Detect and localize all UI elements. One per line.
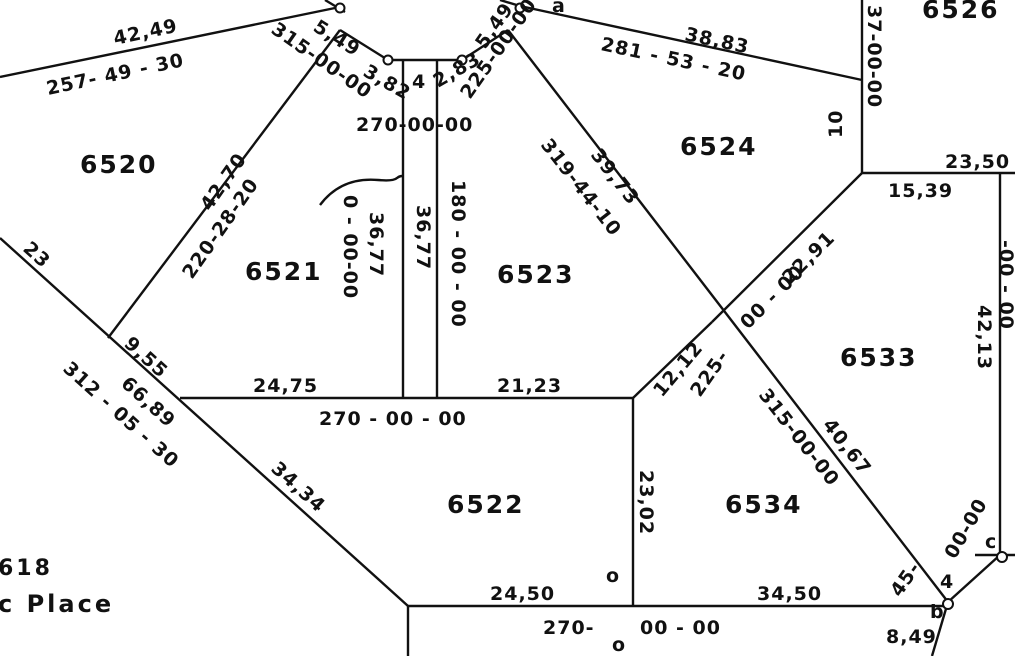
corner-letter: c bbox=[985, 531, 997, 553]
lot-6524: 6524 bbox=[680, 132, 758, 161]
dimension-label: 34,50 bbox=[757, 583, 822, 605]
bearing-label: 0 - 00-00 bbox=[339, 195, 361, 299]
corner-letter: b bbox=[930, 601, 945, 623]
lot-6522: 6522 bbox=[447, 490, 525, 519]
dimension-label: 24,50 bbox=[490, 583, 555, 605]
bearing-label: 180 - 00 - 00 bbox=[447, 180, 469, 328]
street-name: c Place bbox=[0, 590, 114, 618]
dimension-label: 4 bbox=[412, 71, 426, 93]
dimension-label: 23 bbox=[19, 237, 55, 272]
lot-6534: 6534 bbox=[725, 490, 803, 519]
pencil-mark bbox=[319, 174, 403, 206]
lot-6526: 6526 bbox=[922, 0, 1000, 24]
bearing-label: 270 - 00 - 00 bbox=[319, 408, 467, 430]
bearing-label: -00 - 00 bbox=[995, 240, 1015, 330]
corner-monument bbox=[514, 2, 526, 14]
survey-mark: o bbox=[606, 565, 620, 587]
corner-monument bbox=[456, 54, 468, 66]
corner-monument bbox=[942, 598, 954, 610]
bearing-label: 270-00-00 bbox=[356, 114, 473, 136]
dimension-label: 15,39 bbox=[888, 180, 953, 202]
dimension-label: 42,13 bbox=[973, 305, 995, 370]
corner-letter: a bbox=[552, 0, 566, 17]
dimension-label: 10 bbox=[825, 110, 847, 138]
dimension-label: 23,50 bbox=[945, 151, 1010, 173]
lot-6523: 6523 bbox=[497, 260, 575, 289]
corner-monument bbox=[382, 54, 394, 66]
bearing-label: 00 - 00 bbox=[640, 617, 721, 639]
dimension-label: 23,02 bbox=[635, 470, 657, 535]
lot-6521: 6521 bbox=[245, 257, 323, 286]
bearing-label: 37-00-00 bbox=[863, 5, 885, 108]
bearing-label: 00 - 00 bbox=[736, 261, 809, 334]
dimension-label: 36,77 bbox=[365, 212, 387, 277]
survey-mark: o bbox=[612, 634, 626, 656]
bearing-label: 270- bbox=[543, 617, 595, 639]
dimension-label: 3,82 bbox=[360, 60, 415, 104]
corner-markers bbox=[334, 2, 1008, 610]
corner-monument bbox=[334, 2, 346, 14]
bearing-label: 257- 49 - 30 bbox=[44, 49, 186, 100]
dimension-label: 36,77 bbox=[412, 205, 434, 270]
dimension-label: 21,23 bbox=[497, 375, 562, 397]
dimension-label: 8,49 bbox=[886, 626, 937, 648]
dimension-label: 42,49 bbox=[111, 15, 179, 50]
lot-6520: 6520 bbox=[80, 150, 158, 179]
dimension-label: 24,75 bbox=[253, 375, 318, 397]
lot-618: 618 bbox=[0, 556, 53, 581]
lot-6533: 6533 bbox=[840, 343, 918, 372]
corner-monument bbox=[996, 551, 1008, 563]
dimension-label: 4 bbox=[940, 571, 954, 593]
